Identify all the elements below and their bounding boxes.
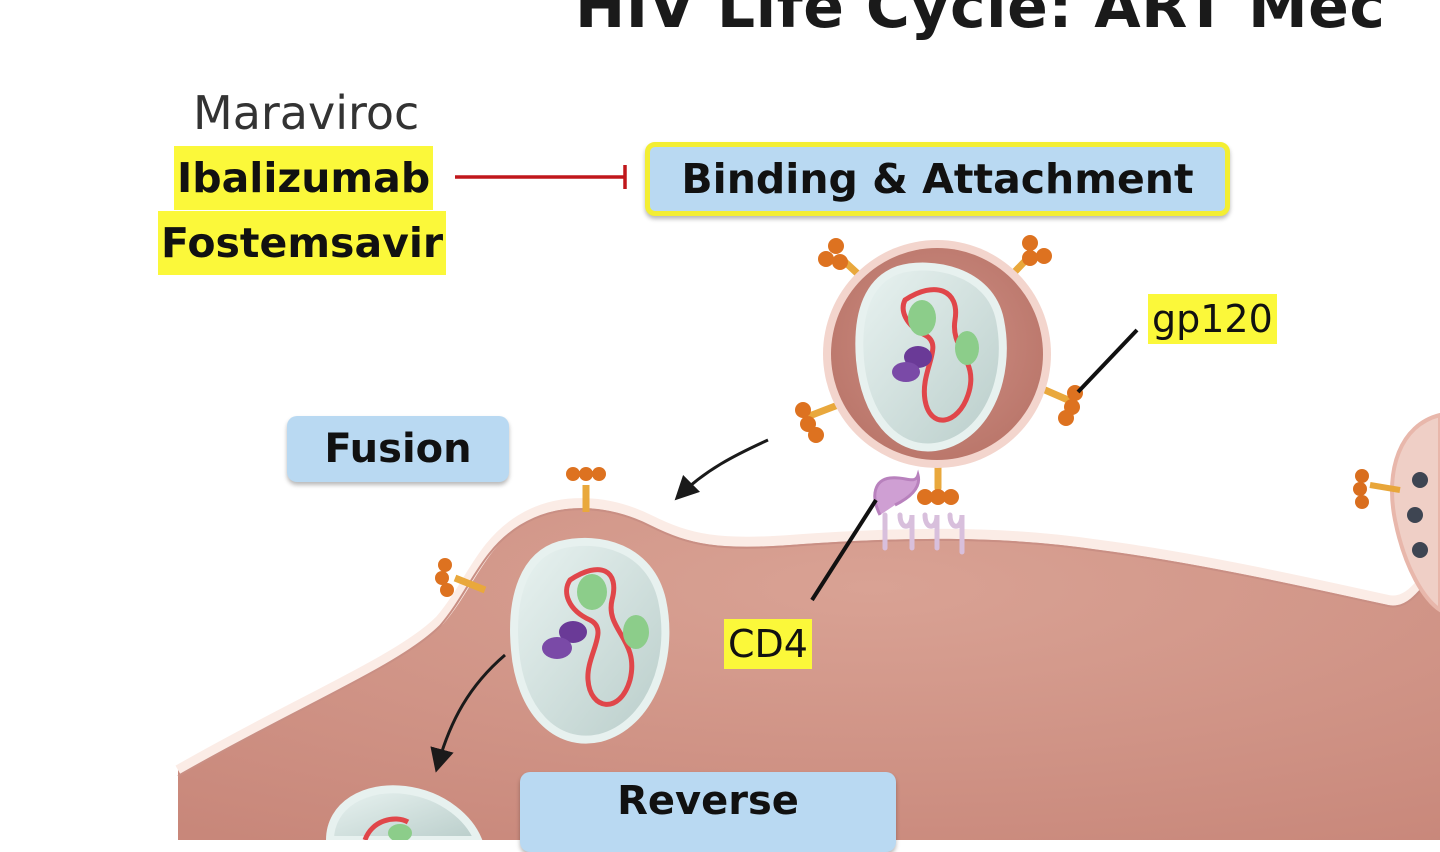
drug-fostemsavir: Fostemsavir <box>158 211 447 275</box>
drug-maraviroc: Maraviroc <box>193 86 420 140</box>
internalized-capsid <box>325 785 483 840</box>
arrow-to-reverse-transcription <box>430 653 506 773</box>
fusing-virion <box>435 467 670 744</box>
step-reverse-transcription: Reverse <box>520 772 896 852</box>
arrow-to-fusion <box>674 438 769 501</box>
drug-ibalizumab: Ibalizumab <box>174 146 434 210</box>
cd4-leader-line <box>810 498 878 602</box>
hiv-virion <box>795 235 1083 505</box>
gp120-leader-line <box>1076 328 1139 394</box>
cd4-receptor <box>873 469 965 555</box>
budding-virion <box>1353 412 1440 613</box>
gp120-label: gp120 <box>1148 294 1277 344</box>
host-cell <box>178 503 1440 840</box>
cd4-label: CD4 <box>724 619 812 669</box>
step-binding-attachment: Binding & Attachment <box>645 142 1230 216</box>
step-fusion: Fusion <box>287 416 509 482</box>
host-cell-membrane <box>175 498 1440 775</box>
page-title: HIV Life Cycle: ART Mec <box>575 0 1386 42</box>
